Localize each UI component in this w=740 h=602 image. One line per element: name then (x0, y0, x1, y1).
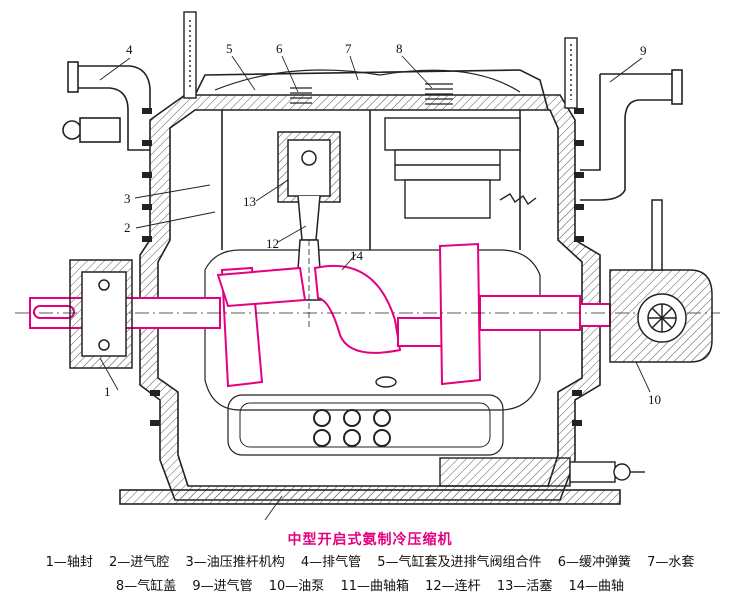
legend-item-9: 9—进气管 (192, 579, 253, 594)
valve-assembly (384, 117, 537, 219)
suction-pipe (580, 69, 683, 201)
shaft-seal (69, 259, 133, 369)
callout-6: 6 (276, 41, 283, 56)
gauge-right (564, 37, 578, 109)
piston (277, 131, 341, 241)
legend-item-8: 8—气缸盖 (115, 579, 177, 594)
callout-13: 13 (243, 194, 256, 209)
callout-labels: 1 2 3 4 5 6 7 8 9 10 11 12 13 14 (104, 41, 661, 520)
legend-row-1: 1—轴封 2—进气腔 3—油压推杆机构 4—排气管 5—气缸套及进排气阀组合件 … (0, 551, 740, 570)
oil-cooler (439, 457, 645, 487)
compressor-section-drawing: 1 2 3 4 5 6 7 8 9 10 11 12 13 14 (15, 11, 720, 520)
leader-lines (99, 55, 651, 520)
callout-4: 4 (126, 42, 133, 57)
callout-7: 7 (345, 41, 352, 56)
oil-pump (609, 199, 713, 363)
legend-item-4: 4—排气管 (300, 555, 362, 570)
gauge-left (183, 11, 197, 99)
discharge-pipe (62, 61, 151, 151)
legend-item-3: 3—油压推杆机构 (185, 555, 285, 570)
callout-9: 9 (640, 43, 647, 58)
callout-2: 2 (124, 220, 131, 235)
legend-item-12: 12—连杆 (425, 579, 481, 594)
legend-item-7: 7—水套 (647, 555, 695, 570)
callout-8: 8 (396, 41, 403, 56)
callout-1: 1 (104, 384, 111, 399)
legend-item-10: 10—油泵 (268, 579, 325, 594)
callout-14: 14 (350, 248, 364, 263)
callout-3: 3 (124, 191, 131, 206)
buffer-springs (290, 83, 453, 105)
casing-bolts (142, 108, 584, 426)
legend-item-2: 2—进气腔 (109, 555, 170, 570)
callout-11: 11 (255, 518, 268, 520)
legend-item-11: 11—曲轴箱 (340, 579, 409, 594)
legend-item-6: 6—缓冲弹簧 (557, 555, 631, 570)
figure-title: 中型开启式氨制冷压缩机 (287, 532, 453, 548)
oil-filter-coils (313, 376, 397, 447)
legend-item-5: 5—气缸套及进排气阀组合件 (377, 555, 542, 570)
callout-5: 5 (226, 41, 233, 56)
legend-item-1: 1—轴封 (45, 555, 93, 570)
callout-12: 12 (266, 236, 279, 251)
callout-10: 10 (648, 392, 661, 407)
legend-item-13: 13—活塞 (496, 579, 553, 594)
legend-item-14: 14—曲轴 (568, 579, 625, 594)
legend-row-2: 8—气缸盖 9—进气管 10—油泵 11—曲轴箱 12—连杆 13—活塞 14—… (0, 575, 740, 594)
